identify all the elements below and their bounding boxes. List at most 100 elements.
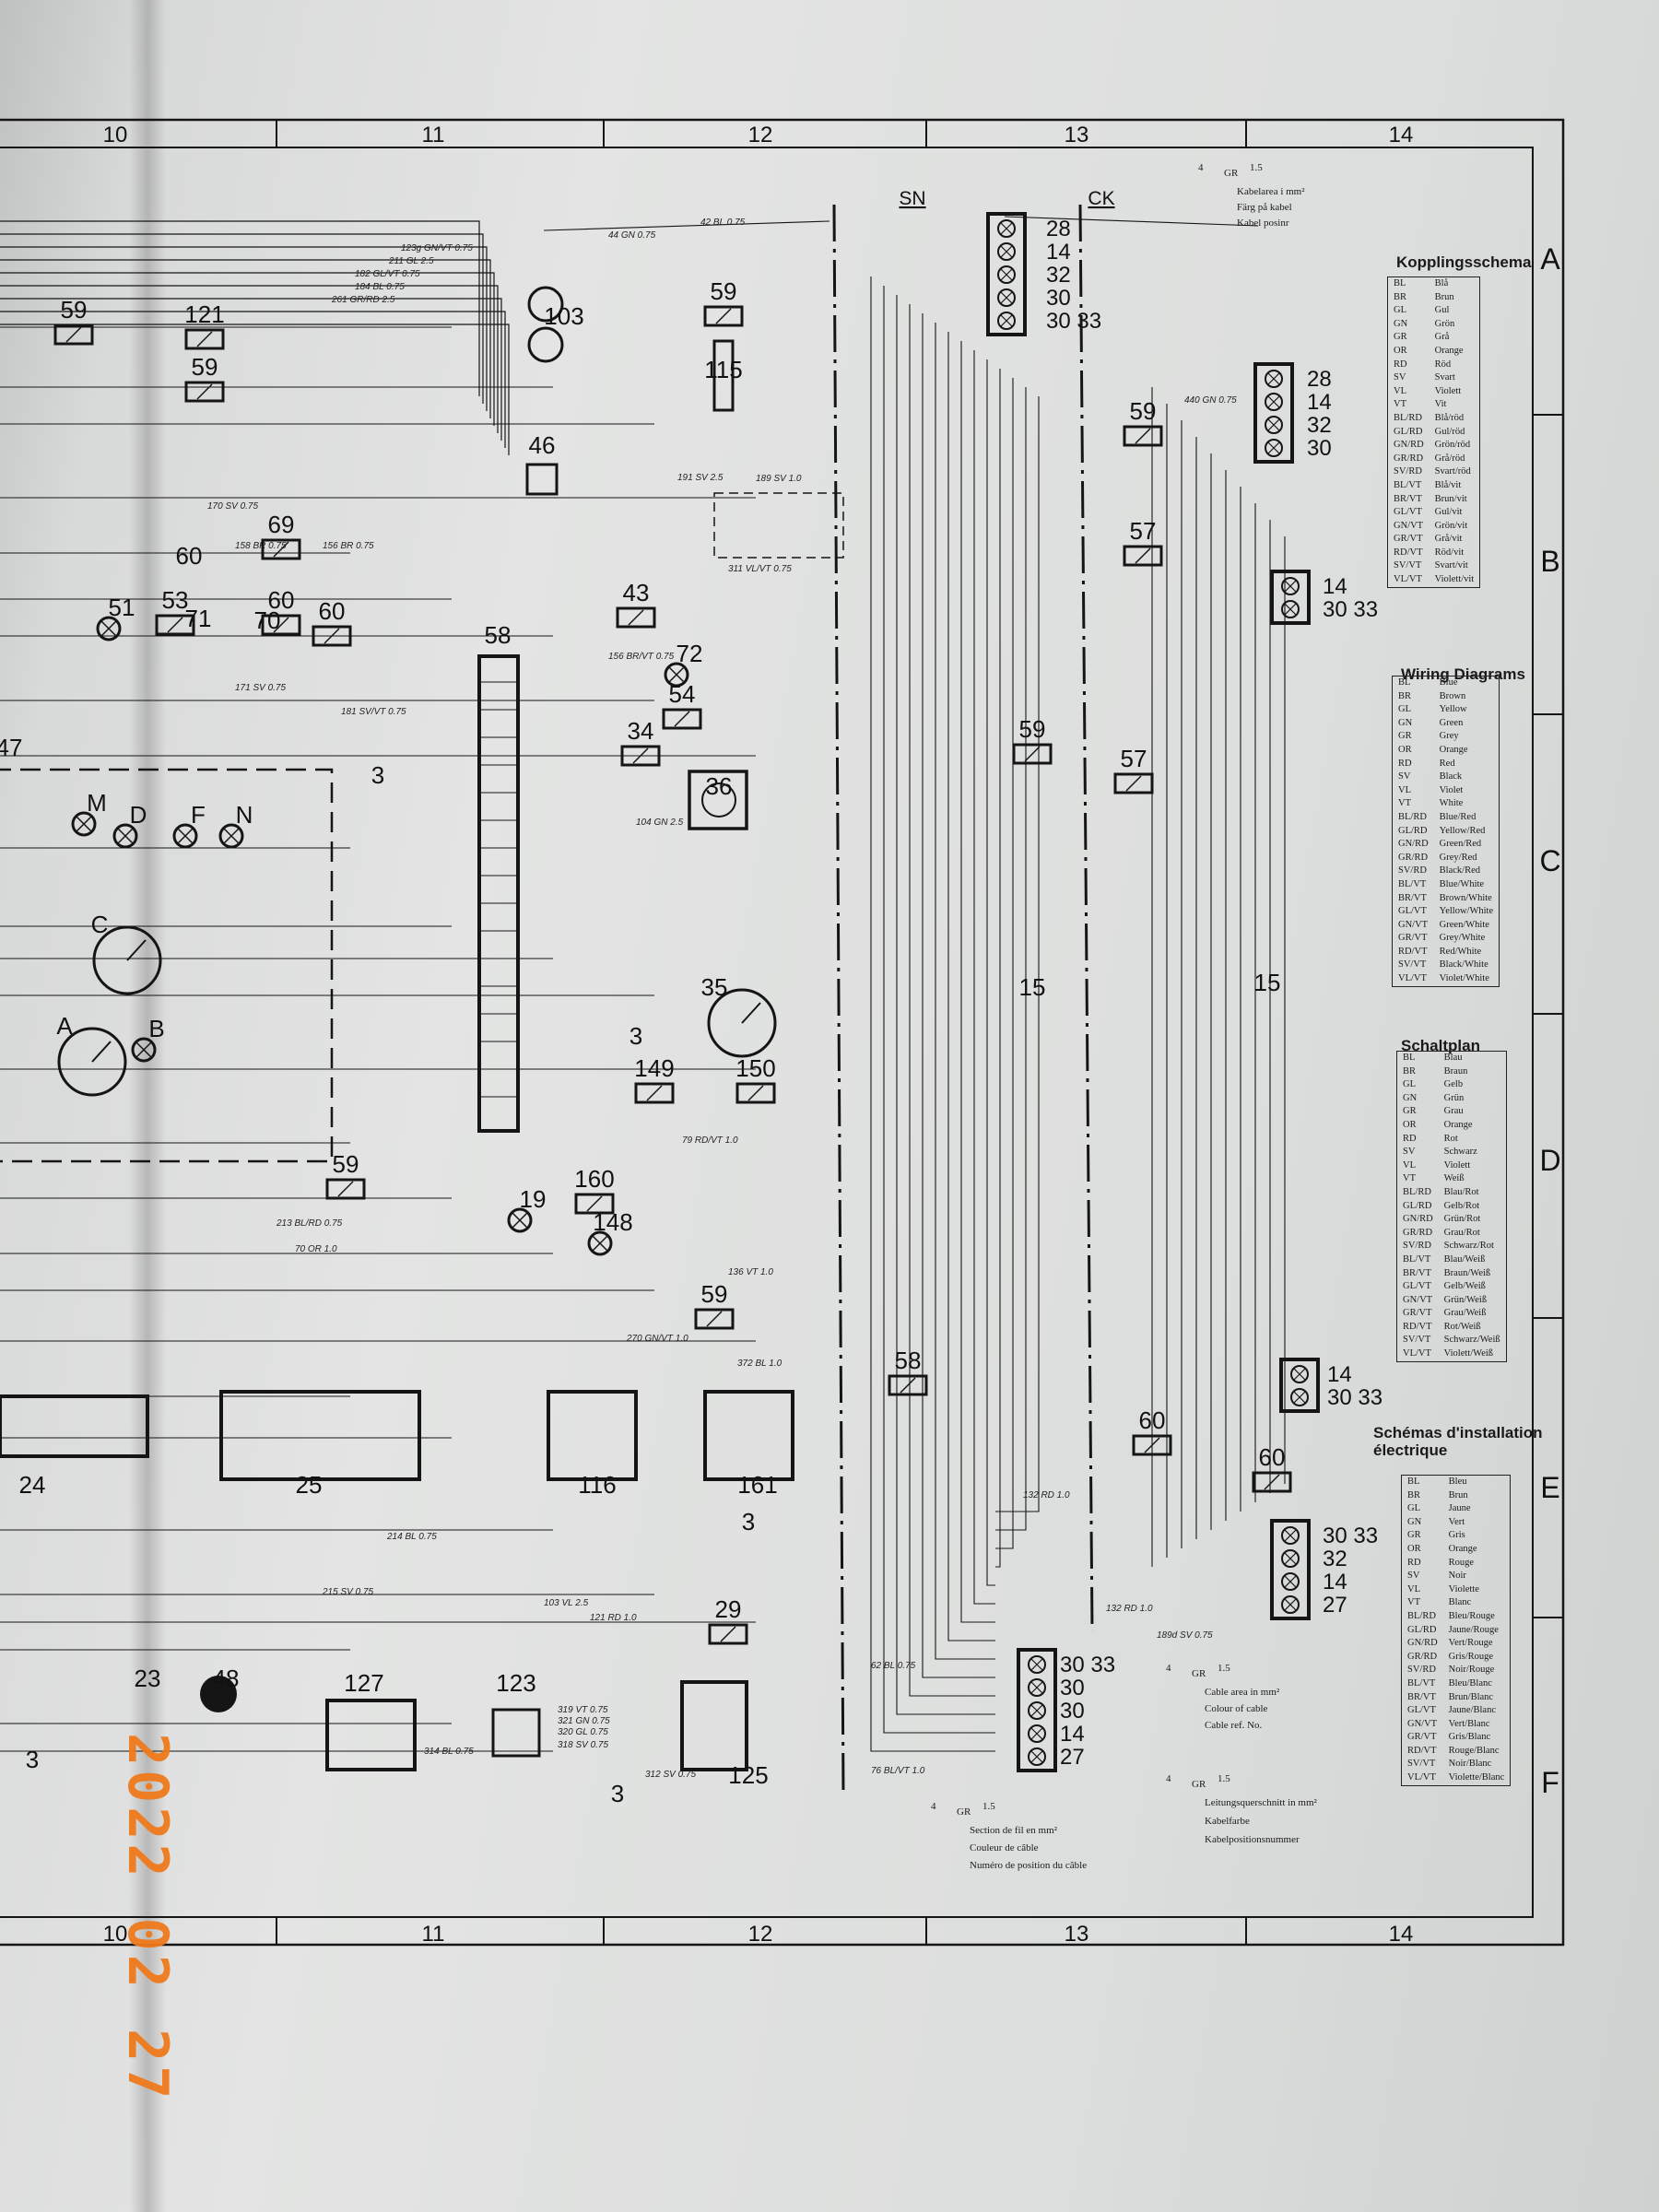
component-number: 29 (715, 1595, 742, 1623)
color-name: Grau/Weiß (1443, 1308, 1487, 1319)
wire-key-line: Färg på kabel (1237, 202, 1292, 213)
relay-body (1252, 1471, 1292, 1493)
connector-pin (1281, 1572, 1300, 1591)
color-code: RD (1398, 758, 1412, 769)
component-number: 121 (184, 300, 224, 328)
pin-cross (1284, 603, 1297, 616)
color-code: BL/VT (1403, 1253, 1431, 1265)
color-code: GN/RD (1407, 1638, 1438, 1649)
connector-pin (997, 288, 1016, 307)
grid-column-label: 11 (422, 1922, 445, 1947)
connector-housing (986, 212, 1027, 336)
color-code: BL/VT (1407, 1677, 1436, 1688)
wire-key-line: Kabelpositionsnummer (1205, 1834, 1300, 1845)
color-name: Black/Red (1439, 865, 1480, 877)
component-number: 58 (485, 621, 512, 649)
color-name: Rot (1443, 1133, 1458, 1144)
component-cM: M (71, 789, 107, 837)
component-c150: 150 (735, 1054, 776, 1104)
connector-pin (1281, 1595, 1300, 1614)
color-name: Rot/Weiß (1443, 1321, 1481, 1332)
component-c148: 148 (587, 1208, 633, 1256)
color-code: GN (1394, 318, 1408, 329)
wire-label: 213 BL/RD 0.75 (276, 1218, 343, 1229)
color-code: SV/VT (1407, 1759, 1436, 1770)
vertical-wire (995, 387, 1027, 1531)
relay-body (1012, 743, 1053, 765)
connector-pin (997, 242, 1016, 261)
wire-label: 184 BL 0.75 (355, 282, 405, 292)
color-code: GN/RD (1398, 839, 1429, 850)
legend-title: Wiring Diagrams (1401, 665, 1525, 683)
control-unit-box (0, 1394, 149, 1458)
wire-label: 79 RD/VT 1.0 (682, 1135, 738, 1146)
vertical-wire (896, 295, 995, 1715)
color-code: OR (1398, 744, 1412, 755)
color-name: Grey/White (1439, 933, 1486, 944)
relay-contact (706, 1311, 723, 1327)
color-name: Grey/Red (1439, 852, 1477, 863)
color-name: Jaune/Blanc (1448, 1705, 1496, 1716)
color-name: Gris/Rouge (1448, 1651, 1494, 1662)
wire-key-header: GR (957, 1806, 971, 1818)
component-c53: 53 (155, 586, 195, 636)
component-c58a: 58 (485, 621, 512, 649)
lamp-cross (117, 828, 134, 844)
connector-pin (1028, 1747, 1046, 1766)
component-number: 54 (669, 680, 696, 708)
color-code: GR (1398, 731, 1412, 742)
connector-block-123 (491, 1708, 541, 1758)
component-number: 161 (737, 1471, 777, 1499)
lamp-symbol (587, 1230, 613, 1256)
color-code: BR/VT (1407, 1691, 1436, 1702)
component-c29: 29 (708, 1595, 748, 1645)
component-cD: D (112, 801, 147, 849)
ground-point (200, 1676, 237, 1712)
color-code: GR/RD (1403, 1227, 1433, 1238)
wire-label: 121 RD 1.0 (590, 1613, 637, 1623)
connector-pin-label: 14 (1060, 1722, 1085, 1747)
gauge-needle (126, 939, 147, 961)
component-number: 59 (701, 1280, 728, 1308)
connector-pin-label: 30 (1060, 1676, 1085, 1700)
color-name: Grün/Weiß (1443, 1294, 1488, 1305)
bus-wire (0, 233, 484, 404)
pin-cross (1267, 372, 1280, 385)
color-code: SV/RD (1403, 1241, 1431, 1252)
relay-contact (1024, 746, 1041, 762)
component-c59g: 59 (694, 1280, 735, 1330)
color-code: VL/VT (1398, 973, 1427, 984)
grid-column-label: 14 (1389, 123, 1414, 147)
relay-contact (273, 617, 289, 633)
color-name: Violet/White (1439, 973, 1489, 984)
color-code: GL (1394, 305, 1406, 316)
component-c72: 72 (664, 640, 702, 688)
vertical-wire (973, 350, 995, 1605)
color-code: GL (1407, 1503, 1420, 1514)
relay-body (184, 381, 225, 403)
color-code: BR/VT (1398, 892, 1427, 903)
wire-label: 191 SV 2.5 (677, 473, 724, 483)
connector-pin-label: 30 33 (1327, 1385, 1382, 1410)
relay-contact (674, 711, 690, 727)
color-code: VL (1394, 385, 1406, 396)
relay-contact (632, 747, 649, 764)
color-name: Blue/Red (1439, 811, 1477, 822)
color-code: BR/VT (1403, 1267, 1431, 1278)
component-c36: 36 (688, 770, 748, 830)
color-name: Gul/röd (1434, 426, 1465, 437)
